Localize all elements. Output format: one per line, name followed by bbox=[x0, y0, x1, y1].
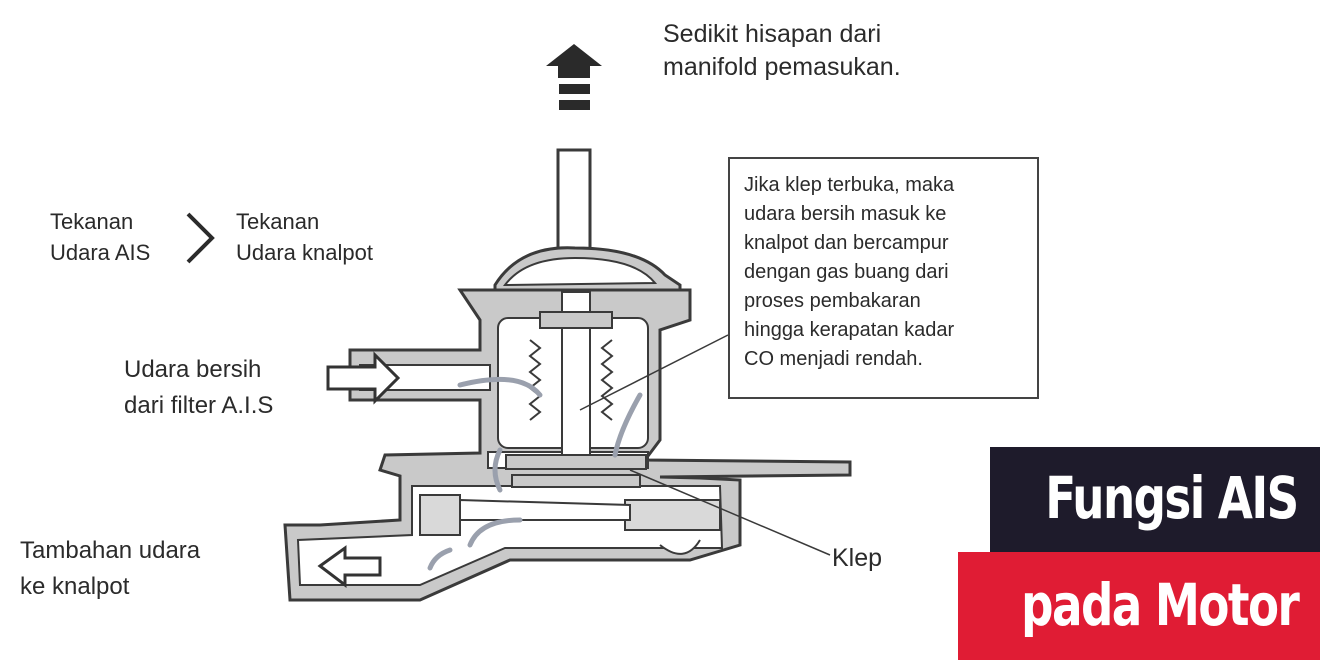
reed-valve bbox=[419, 494, 721, 555]
pressure-comparison: Tekanan Udara AIS Tekanan Udara knalpot bbox=[30, 190, 412, 282]
title-line-2: pada Motor bbox=[1020, 571, 1300, 639]
info-box: Jika klep terbuka, maka udara bersih mas… bbox=[728, 157, 1039, 399]
spring-coils bbox=[528, 339, 614, 421]
suction-arrow-icon bbox=[546, 44, 602, 110]
suction-label: Sedikit hisapan dari manifold pemasukan. bbox=[663, 20, 901, 81]
outlet-arrow-icon bbox=[317, 545, 382, 589]
title-banner-bottom: pada Motor bbox=[958, 552, 1320, 660]
inlet-arrow-icon bbox=[326, 351, 401, 405]
greater-than-icon bbox=[186, 212, 215, 264]
pressure-exhaust-label: Tekanan Udara knalpot bbox=[236, 209, 373, 265]
valve-label: Klep bbox=[832, 544, 883, 572]
air-flow-arrows bbox=[427, 376, 643, 571]
title-line-1: Fungsi AIS bbox=[1045, 464, 1300, 532]
leader-lines bbox=[579, 334, 831, 556]
pressure-ais-label: Tekanan Udara AIS bbox=[50, 209, 151, 265]
exhaust-air-label: Tambahan udara ke knalpot bbox=[20, 537, 201, 600]
valve-stem bbox=[505, 291, 647, 488]
clean-air-label: Udara bersih dari filter A.I.S bbox=[124, 356, 274, 419]
info-text: Jika klep terbuka, maka udara bersih mas… bbox=[744, 174, 955, 370]
title-banner-top: Fungsi AIS bbox=[990, 447, 1320, 552]
